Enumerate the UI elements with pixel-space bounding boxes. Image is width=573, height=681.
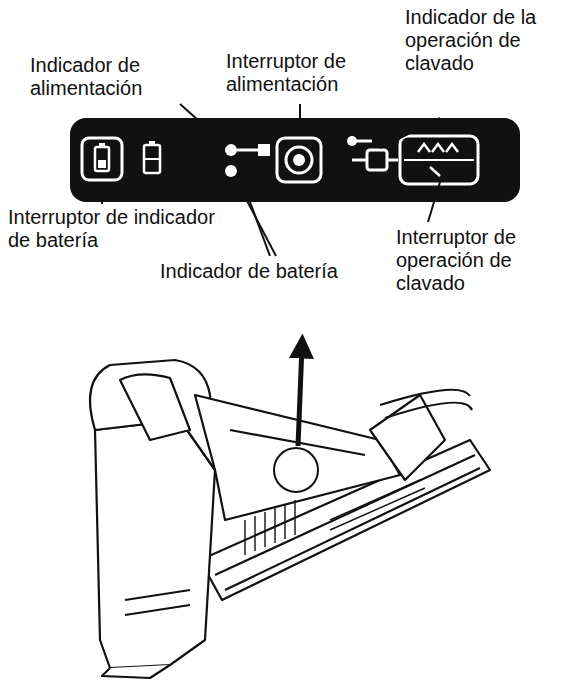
control-panel <box>70 118 520 202</box>
part-label: Interruptor de indicador de batería <box>8 206 223 252</box>
part-label: Interruptor de operación de clavado <box>396 226 546 295</box>
leader-lines <box>102 104 440 256</box>
part-label: Indicador de alimentación <box>30 54 230 100</box>
part-label: Indicador de la operación de clavado <box>405 6 550 75</box>
nail-gun <box>90 346 490 678</box>
part-label: Indicador de batería <box>160 260 390 283</box>
part-label: Interruptor de alimentación <box>226 50 391 96</box>
